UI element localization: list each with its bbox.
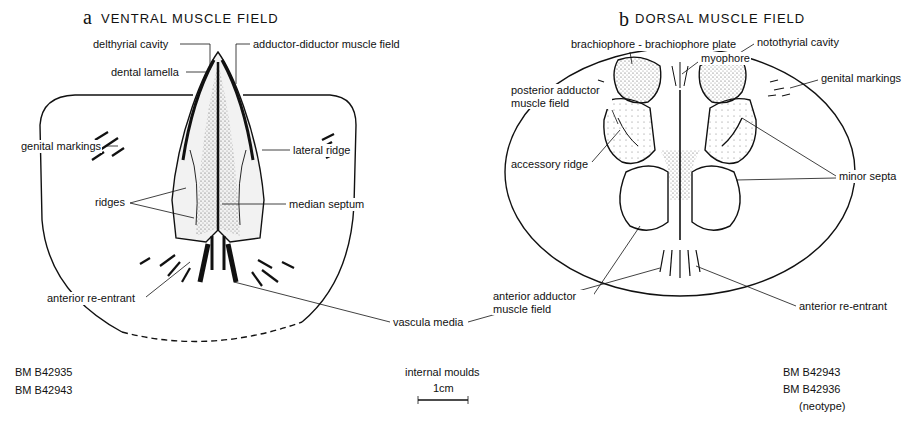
specimen-number: BM B42936: [782, 383, 841, 396]
part-label: anterior adductor muscle field: [492, 290, 594, 315]
panel-letter: b: [618, 8, 630, 31]
part-label: dental lamella: [110, 66, 180, 79]
part-label: anterior re-entrant: [798, 300, 888, 313]
panel-title: VENTRAL MUSCLE FIELD: [100, 12, 280, 27]
specimen-number: (neotype): [798, 400, 846, 413]
specimen-number: BM B42935: [14, 366, 73, 379]
part-label: genital markings: [20, 140, 102, 153]
figure-note: internal moulds: [404, 366, 481, 379]
part-label: median septum: [288, 198, 365, 211]
panel-letter: a: [82, 6, 93, 29]
part-label: anterior re-entrant: [46, 292, 136, 305]
part-label: myophore: [700, 52, 751, 65]
part-label: ridges: [94, 196, 126, 209]
part-label: vascula media: [392, 316, 464, 329]
scale-label: 1cm: [432, 382, 455, 395]
part-label: brachiophore - brachiophore plate: [570, 38, 737, 51]
specimen-number: BM B42943: [14, 384, 73, 397]
part-label: lateral ridge: [292, 144, 351, 157]
part-label: posterior adductor muscle field: [510, 84, 612, 109]
part-label: minor septa: [838, 170, 897, 183]
part-label: notothyrial cavity: [756, 36, 840, 49]
part-label: adductor-diductor muscle field: [252, 38, 401, 51]
specimen-number: BM B42943: [782, 366, 841, 379]
part-label: genital markings: [820, 72, 902, 85]
part-label: accessory ridge: [510, 158, 589, 171]
panel-title: DORSAL MUSCLE FIELD: [634, 12, 806, 27]
part-label: delthyrial cavity: [92, 38, 169, 51]
